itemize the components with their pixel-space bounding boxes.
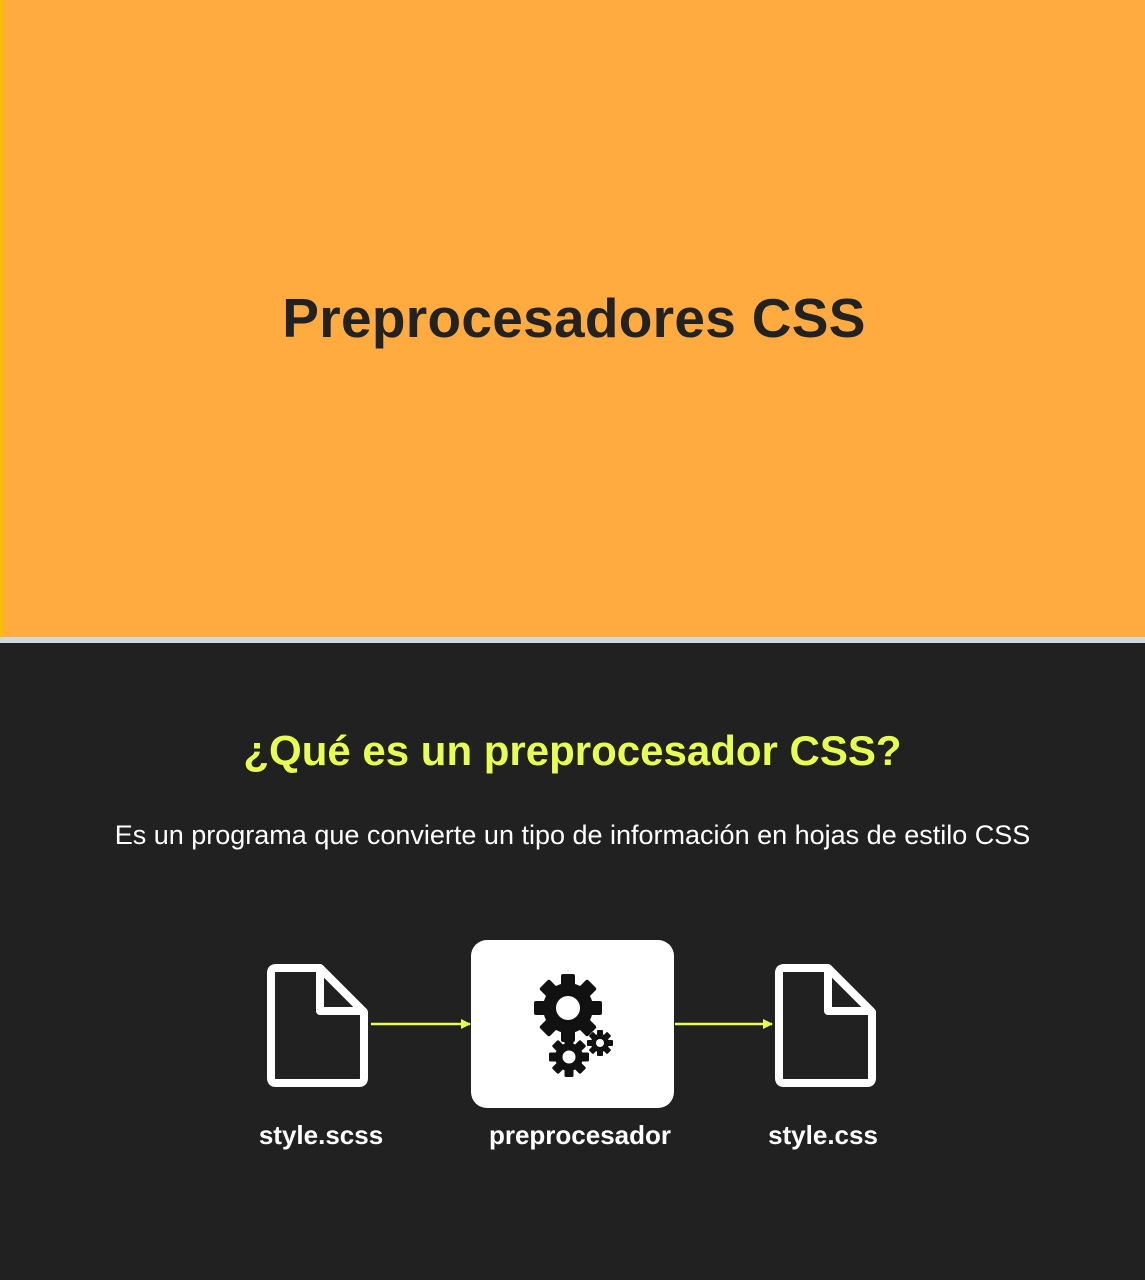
process-diagram [267, 964, 876, 1087]
gears-icon [534, 974, 613, 1077]
input-file-icon [267, 964, 368, 1087]
content-description: Es un programa que convierte un tipo de … [114, 820, 1031, 850]
slide-divider [0, 637, 1145, 643]
title-slide: Preprocesadores CSS [0, 0, 1145, 637]
content-slide: ¿Qué es un preprocesador CSS? Es un prog… [0, 643, 1145, 1280]
output-file-label: style.css [768, 1120, 878, 1150]
processor-label: preprocesador [488, 1120, 672, 1150]
slide-title: Preprocesadores CSS [282, 286, 866, 349]
input-file-label: style.scss [258, 1120, 384, 1150]
content-heading: ¿Qué es un preprocesador CSS? [243, 727, 902, 774]
output-file-icon [775, 964, 876, 1087]
